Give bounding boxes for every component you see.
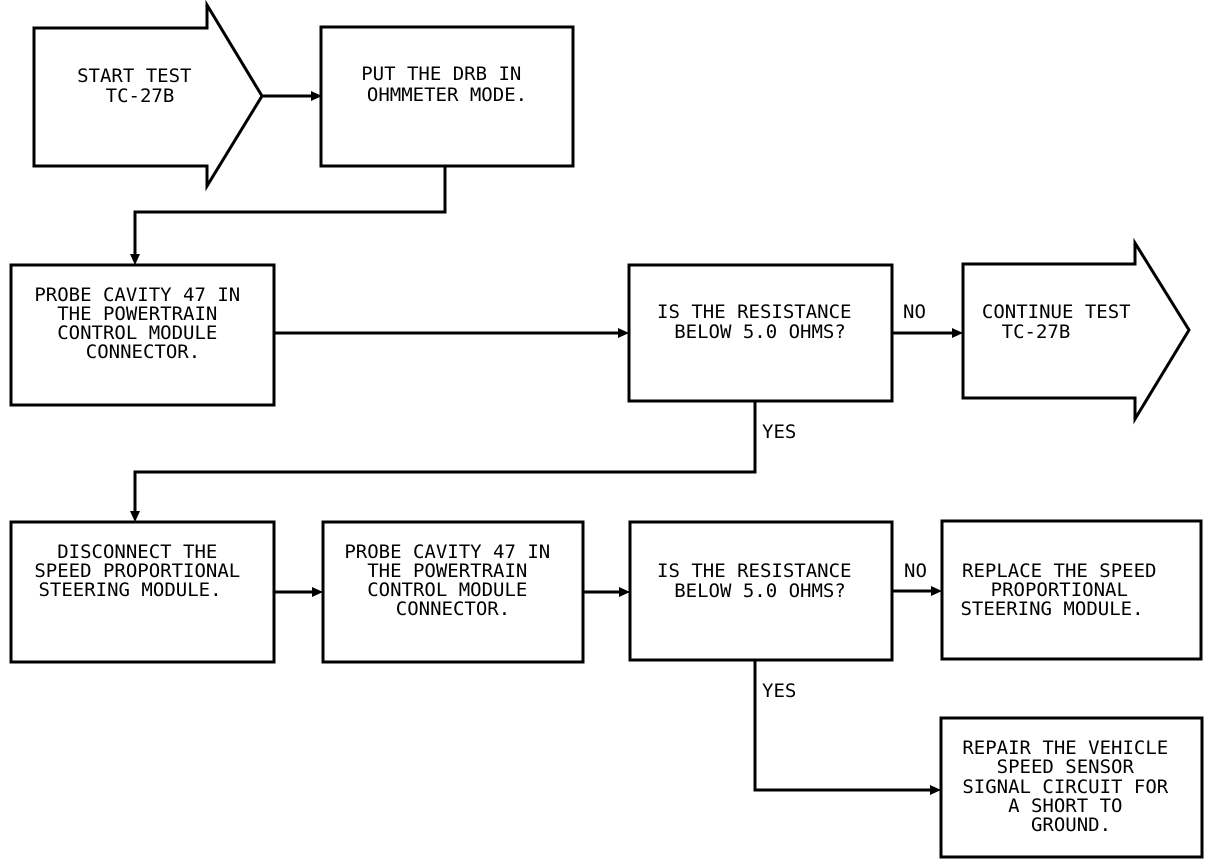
- decision-label-1: IS THE RESISTANCE BELOW 5.0 OHMS?: [657, 301, 863, 343]
- arrowhead-disconnect-to-probe2: [312, 587, 323, 597]
- arrowhead-drb-to-probe1: [130, 254, 140, 265]
- repair-circuit-box: [939, 716, 1204, 859]
- put-drb-line-1: PUT THE DRB IN: [361, 63, 521, 85]
- probe-cavity-label-1: PROBE CAVITY 47 IN THE POWERTRAIN CONTRO…: [34, 284, 251, 363]
- probe1-line-4: CONNECTOR.: [86, 341, 200, 363]
- start-test-line-1: START TEST: [77, 65, 191, 87]
- arrowhead-decision1-no: [952, 328, 963, 338]
- start-test-label: START TEST TC-27B: [77, 65, 203, 107]
- arrowhead-start-to-drb: [311, 91, 322, 101]
- decision2-no-label: NO: [904, 560, 927, 582]
- probe1-line-1: PROBE CAVITY 47 IN: [34, 284, 240, 306]
- put-drb-line-2: OHMMETER MODE.: [367, 84, 527, 106]
- arrowhead-decision2-yes: [930, 785, 941, 795]
- put-drb-box: [319, 25, 575, 168]
- disconnect-line-2: SPEED PROPORTIONAL: [34, 560, 240, 582]
- replace-line-2: PROPORTIONAL: [991, 579, 1128, 601]
- decision-box-1: [627, 263, 894, 403]
- decision2-line-2: BELOW 5.0 OHMS?: [674, 580, 846, 602]
- decision1-yes-label: YES: [762, 421, 796, 443]
- disconnect-label: DISCONNECT THE SPEED PROPORTIONAL STEERI…: [34, 541, 251, 601]
- decision2-yes-label: YES: [762, 680, 796, 702]
- probe-cavity-box-1: [9, 263, 276, 407]
- disconnect-line-3: STEERING MODULE.: [38, 579, 221, 601]
- continue-line-1: CONTINUE TEST: [982, 301, 1131, 323]
- arrowhead-decision1-yes: [130, 511, 140, 522]
- decision2-line-1: IS THE RESISTANCE: [657, 560, 851, 582]
- probe1-line-3: CONTROL MODULE: [57, 322, 217, 344]
- arrowhead-decision2-no: [931, 586, 942, 596]
- decision1-no-label: NO: [903, 301, 926, 323]
- repair-line-5: GROUND.: [1031, 814, 1111, 836]
- probe2-line-3: CONTROL MODULE: [367, 579, 527, 601]
- repair-line-2: SPEED SENSOR: [997, 756, 1135, 778]
- replace-line-3: STEERING MODULE.: [960, 598, 1143, 620]
- probe2-line-1: PROBE CAVITY 47 IN: [344, 541, 550, 563]
- replace-module-box: [940, 519, 1203, 661]
- start-test-line-2: TC-27B: [106, 85, 175, 107]
- connector-decision2-yes: [753, 660, 933, 792]
- connector-decision1-yes: [133, 401, 757, 514]
- continue-test-arrow-shape: [961, 237, 1191, 425]
- probe-cavity-label-2: PROBE CAVITY 47 IN THE POWERTRAIN CONTRO…: [344, 541, 561, 620]
- probe2-line-2: THE POWERTRAIN: [367, 560, 527, 582]
- disconnect-line-1: DISCONNECT THE: [57, 541, 217, 563]
- probe1-line-2: THE POWERTRAIN: [57, 303, 217, 325]
- repair-circuit-label: REPAIR THE VEHICLE SPEED SENSOR SIGNAL C…: [962, 737, 1179, 836]
- continue-test-label: CONTINUE TEST TC-27B: [982, 301, 1142, 343]
- start-test-arrow-shape: [32, 0, 264, 192]
- repair-line-4: A SHORT TO: [1008, 795, 1122, 817]
- disconnect-box: [9, 520, 276, 664]
- connector-drb-to-probe1: [133, 166, 447, 257]
- repair-line-3: SIGNAL CIRCUIT FOR: [962, 776, 1168, 798]
- decision-label-2: IS THE RESISTANCE BELOW 5.0 OHMS?: [657, 560, 863, 602]
- arrowhead-probe1-to-decision1: [618, 328, 629, 338]
- continue-line-2: TC-27B: [1002, 321, 1071, 343]
- repair-line-1: REPAIR THE VEHICLE: [962, 737, 1168, 759]
- replace-line-1: REPLACE THE SPEED: [962, 560, 1156, 582]
- probe2-line-4: CONNECTOR.: [396, 598, 510, 620]
- decision1-line-1: IS THE RESISTANCE: [657, 301, 851, 323]
- decision-box-2: [628, 520, 894, 662]
- replace-module-label: REPLACE THE SPEED PROPORTIONAL STEERING …: [960, 560, 1167, 620]
- arrowhead-probe2-to-decision2: [619, 587, 630, 597]
- decision1-line-2: BELOW 5.0 OHMS?: [674, 321, 846, 343]
- put-drb-label: PUT THE DRB IN OHMMETER MODE.: [361, 63, 533, 106]
